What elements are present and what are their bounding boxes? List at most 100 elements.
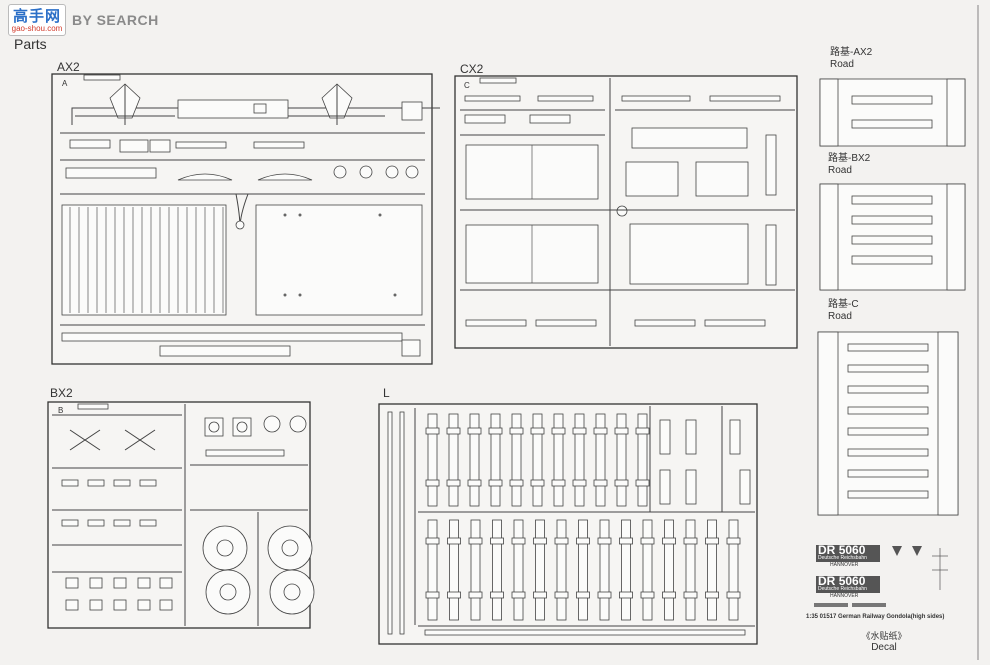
stake-clip — [597, 537, 612, 545]
small-part — [139, 479, 157, 487]
small-part — [61, 479, 79, 487]
stake-clip — [425, 479, 440, 487]
stake-part — [599, 519, 610, 621]
stake-clip — [554, 537, 569, 545]
stake-clip — [662, 537, 676, 545]
stake-part — [578, 519, 588, 621]
sprue-bx2-tag: B — [58, 406, 63, 415]
stake-clip — [614, 427, 629, 435]
decal-plate-1-text: DR 5060 — [818, 544, 880, 556]
road-slat — [847, 448, 929, 457]
sprue-bx2-label: BX2 — [50, 386, 73, 400]
stake-part — [470, 519, 481, 621]
road-part-bx2 — [819, 183, 966, 291]
road-label-1-en: Road — [830, 59, 854, 70]
decal-line3: HANNOVER — [830, 562, 859, 568]
stake-clip — [683, 591, 698, 599]
decal-dr: DR — [818, 543, 836, 557]
sprue-bx2: B — [47, 401, 315, 629]
stake-clip — [468, 591, 483, 599]
decal-line2-b: Deutsche Reichsbahn — [818, 586, 867, 592]
decal-sheet — [814, 545, 948, 607]
stake-clip — [447, 591, 461, 599]
small-part — [113, 479, 131, 487]
road-label-3-en: Road — [828, 311, 852, 322]
stake-clip — [533, 591, 547, 599]
stake-clip — [640, 591, 655, 599]
stake-part — [556, 519, 567, 621]
stake-part — [595, 413, 606, 507]
stake-clip — [490, 591, 504, 599]
stake-part — [553, 413, 564, 507]
stake-part — [469, 413, 480, 507]
stake-clip — [576, 591, 590, 599]
road-slat — [847, 490, 929, 499]
stake-part — [637, 413, 648, 507]
small-part — [89, 599, 103, 611]
decal-label-cn: 《水贴纸》 — [861, 631, 907, 641]
brand-text: BY SEARCH — [72, 12, 159, 28]
small-part — [113, 519, 131, 527]
ax2-bracket-right — [288, 83, 385, 125]
road-slat — [847, 406, 929, 415]
stake-part — [664, 519, 674, 621]
stake-clip — [530, 479, 545, 487]
stake-part — [659, 419, 671, 455]
road-label-3-cn: 路基-C — [828, 299, 859, 310]
stake-part — [448, 413, 459, 507]
small-part — [137, 599, 151, 611]
stake-clip — [662, 591, 676, 599]
stake-part — [535, 519, 545, 621]
sprue-bx2-frame — [47, 401, 311, 629]
road-label-2: 路基-BX2 Road — [828, 153, 870, 177]
stake-clip — [614, 479, 629, 487]
small-part — [113, 577, 127, 589]
road-label-2-cn: 路基-BX2 — [828, 153, 871, 164]
sprue-l-label: L — [383, 386, 390, 400]
stake-clip — [425, 591, 440, 599]
ax2-bracket-left — [75, 83, 175, 125]
stake-clip — [511, 591, 526, 599]
stake-clip — [635, 479, 650, 487]
stake-part — [490, 413, 501, 507]
sprue-cx2-label: CX2 — [460, 62, 484, 76]
stake-clip — [511, 537, 526, 545]
stake-part — [449, 519, 459, 621]
stake-part — [707, 519, 717, 621]
stake-clip — [447, 537, 461, 545]
stake-part — [642, 519, 653, 621]
stake-clip — [705, 591, 719, 599]
small-part — [159, 599, 173, 611]
stake-part — [616, 413, 627, 507]
road-slat — [847, 427, 929, 436]
decal-number: 5060 — [838, 543, 866, 557]
stake-part — [513, 519, 524, 621]
stake-clip — [425, 537, 440, 545]
small-part — [89, 577, 103, 589]
stake-part — [621, 519, 631, 621]
road-label-2-en: Road — [828, 165, 852, 176]
stake-clip — [467, 479, 482, 487]
stake-clip — [572, 427, 587, 435]
stake-clip — [551, 427, 566, 435]
stake-clip — [446, 427, 461, 435]
decal-label: 《水贴纸》 Decal — [858, 630, 910, 654]
stake-part — [427, 519, 438, 621]
stake-clip — [576, 537, 590, 545]
small-part — [139, 519, 157, 527]
watermark: 高手网 gao-shou.com BY SEARCH — [8, 4, 159, 36]
decal-number-2: 5060 — [838, 574, 866, 588]
decal-plate-1 — [816, 545, 880, 562]
stake-clip — [726, 537, 741, 545]
sprue-ax2: A — [51, 73, 440, 365]
stake-part — [728, 519, 739, 621]
road-part-c — [817, 331, 959, 516]
sprue-ax2-label: AX2 — [57, 60, 80, 74]
small-part — [65, 577, 79, 589]
stake-clip — [551, 479, 566, 487]
stake-clip — [593, 479, 608, 487]
road-slat — [847, 469, 929, 478]
small-part — [65, 599, 79, 611]
stake-clip — [619, 591, 633, 599]
